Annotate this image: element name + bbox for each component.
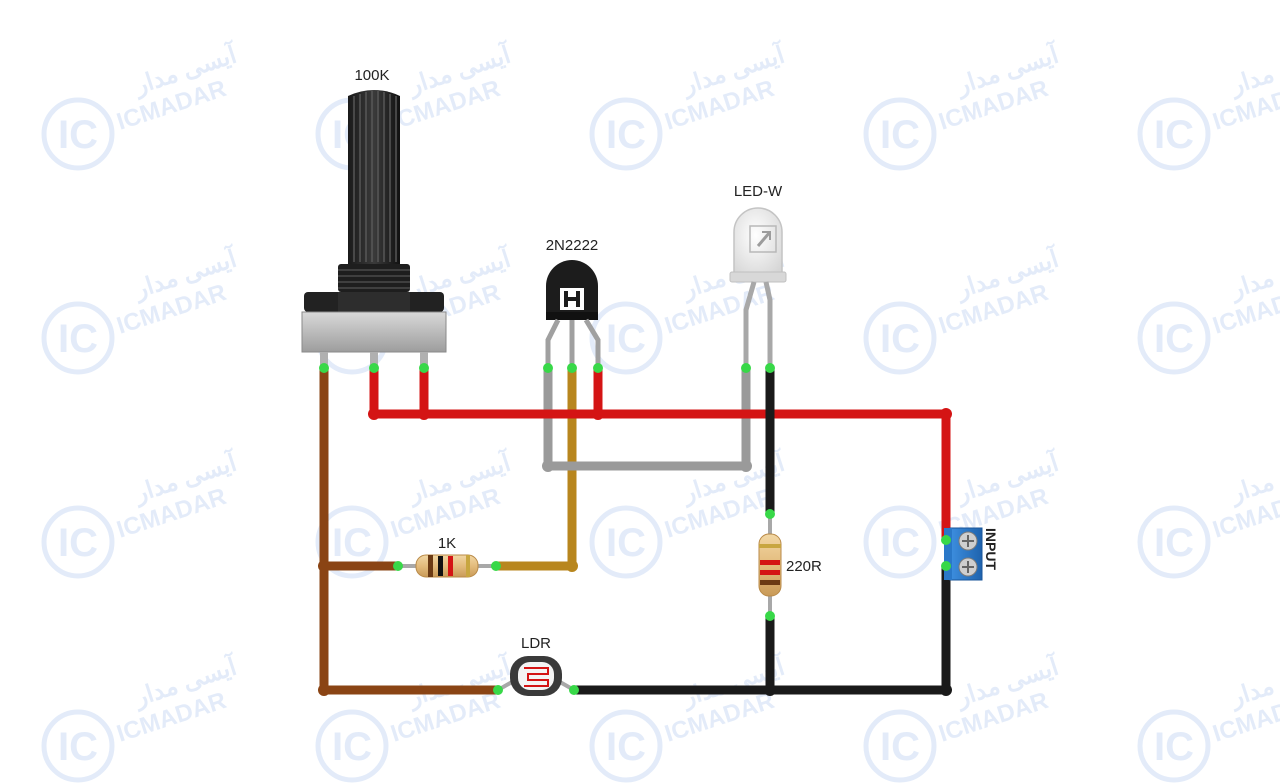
wire-red-main	[369, 363, 951, 545]
svg-text:IC: IC	[606, 317, 646, 361]
svg-text:IC: IC	[1154, 113, 1194, 157]
pin-marker	[741, 363, 751, 373]
junction-dot	[542, 460, 554, 472]
svg-text:IC: IC	[58, 521, 98, 565]
pin-marker	[765, 363, 775, 373]
potentiometer-body	[301, 311, 447, 353]
led: LED-W	[729, 183, 787, 368]
svg-text:IC: IC	[1154, 317, 1194, 361]
junction-dot	[592, 408, 604, 420]
pin-marker	[765, 611, 775, 621]
junction-dot	[940, 408, 952, 420]
svg-text:IC: IC	[880, 317, 920, 361]
terminal-block: INPUT	[944, 527, 999, 581]
resistor-220r: 220R	[758, 514, 822, 616]
led-leg-anode	[743, 281, 757, 368]
potentiometer-pin	[320, 352, 328, 368]
ldr: LDR	[497, 635, 575, 696]
pin-marker	[593, 363, 603, 373]
junction-dot	[764, 684, 776, 696]
junction-dot	[318, 684, 330, 696]
resistor-1k-label: 1K	[438, 535, 456, 552]
transistor-leg-emitter	[545, 318, 561, 368]
junction-dot	[740, 460, 752, 472]
led-label: LED-W	[734, 183, 783, 200]
transistor: 2N2222	[545, 237, 601, 368]
ldr-label: LDR	[521, 635, 551, 652]
junction-dot	[368, 408, 380, 420]
led-dome	[733, 207, 783, 277]
potentiometer-pin	[370, 352, 378, 368]
pin-marker	[567, 363, 577, 373]
svg-text:IC: IC	[880, 725, 920, 769]
terminal-label: INPUT	[983, 528, 999, 570]
svg-text:IC: IC	[58, 317, 98, 361]
potentiometer-shaft	[348, 90, 400, 264]
pin-marker	[941, 535, 951, 545]
transistor-label: 2N2222	[546, 237, 599, 254]
junction-dots	[318, 408, 952, 696]
pin-marker	[765, 509, 775, 519]
potentiometer-label: 100K	[354, 67, 389, 84]
resistor-1k: 1K	[398, 535, 496, 578]
resistor-220r-label: 220R	[786, 558, 822, 575]
svg-text:IC: IC	[58, 113, 98, 157]
pin-marker	[319, 363, 329, 373]
junction-dot	[566, 560, 578, 572]
svg-text:IC: IC	[58, 725, 98, 769]
led-leg-cathode	[763, 281, 773, 368]
pin-markers	[319, 363, 951, 695]
junction-dot	[418, 408, 430, 420]
svg-text:IC: IC	[1154, 725, 1194, 769]
pin-marker	[569, 685, 579, 695]
pin-marker	[543, 363, 553, 373]
ldr-track	[524, 667, 549, 687]
svg-text:IC: IC	[606, 521, 646, 565]
svg-text:IC: IC	[606, 725, 646, 769]
junction-dot	[940, 684, 952, 696]
transistor-leg-collector	[583, 318, 601, 368]
pin-marker	[493, 685, 503, 695]
pin-marker	[491, 561, 501, 571]
pin-marker	[419, 363, 429, 373]
svg-text:IC: IC	[332, 521, 372, 565]
pin-marker	[941, 561, 951, 571]
svg-text:IC: IC	[606, 113, 646, 157]
svg-text:IC: IC	[332, 725, 372, 769]
pin-marker	[393, 561, 403, 571]
pin-marker	[369, 363, 379, 373]
svg-text:IC: IC	[880, 521, 920, 565]
junction-dot	[318, 560, 330, 572]
svg-text:IC: IC	[1154, 521, 1194, 565]
potentiometer-pin	[420, 352, 428, 368]
potentiometer: 100K	[301, 67, 447, 368]
shaft-ridges	[353, 91, 397, 262]
potentiometer-collar	[338, 264, 410, 292]
svg-text:IC: IC	[880, 113, 920, 157]
